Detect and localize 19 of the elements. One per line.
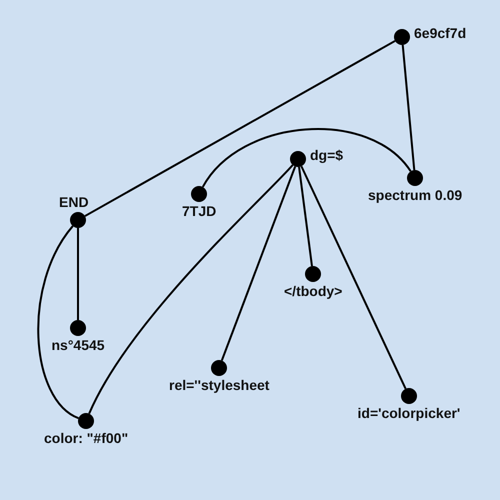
- node-label: ns°4545: [52, 337, 105, 353]
- node-label: dg=$: [310, 147, 344, 163]
- connector-line: [402, 44, 416, 170]
- connector-line: [77, 228, 79, 320]
- node-label: id='colorpicker': [358, 405, 460, 421]
- connector-line: [298, 166, 313, 266]
- connector-line: [88, 164, 294, 414]
- node-label: rel=''stylesheet: [169, 377, 270, 393]
- connector-line: [202, 128, 412, 188]
- connector-line: [37, 225, 79, 420]
- node-label: spectrum 0.09: [368, 187, 462, 203]
- connector-line: [220, 166, 296, 361]
- node-label: 7TJD: [182, 203, 216, 219]
- node-label: </tbody>: [284, 283, 342, 299]
- node-label: 6e9cf7d: [414, 25, 466, 41]
- node-label: END: [59, 194, 89, 210]
- connector-line: [300, 166, 407, 390]
- node-label: color: "#f00": [44, 430, 128, 446]
- connector-line: [84, 40, 396, 217]
